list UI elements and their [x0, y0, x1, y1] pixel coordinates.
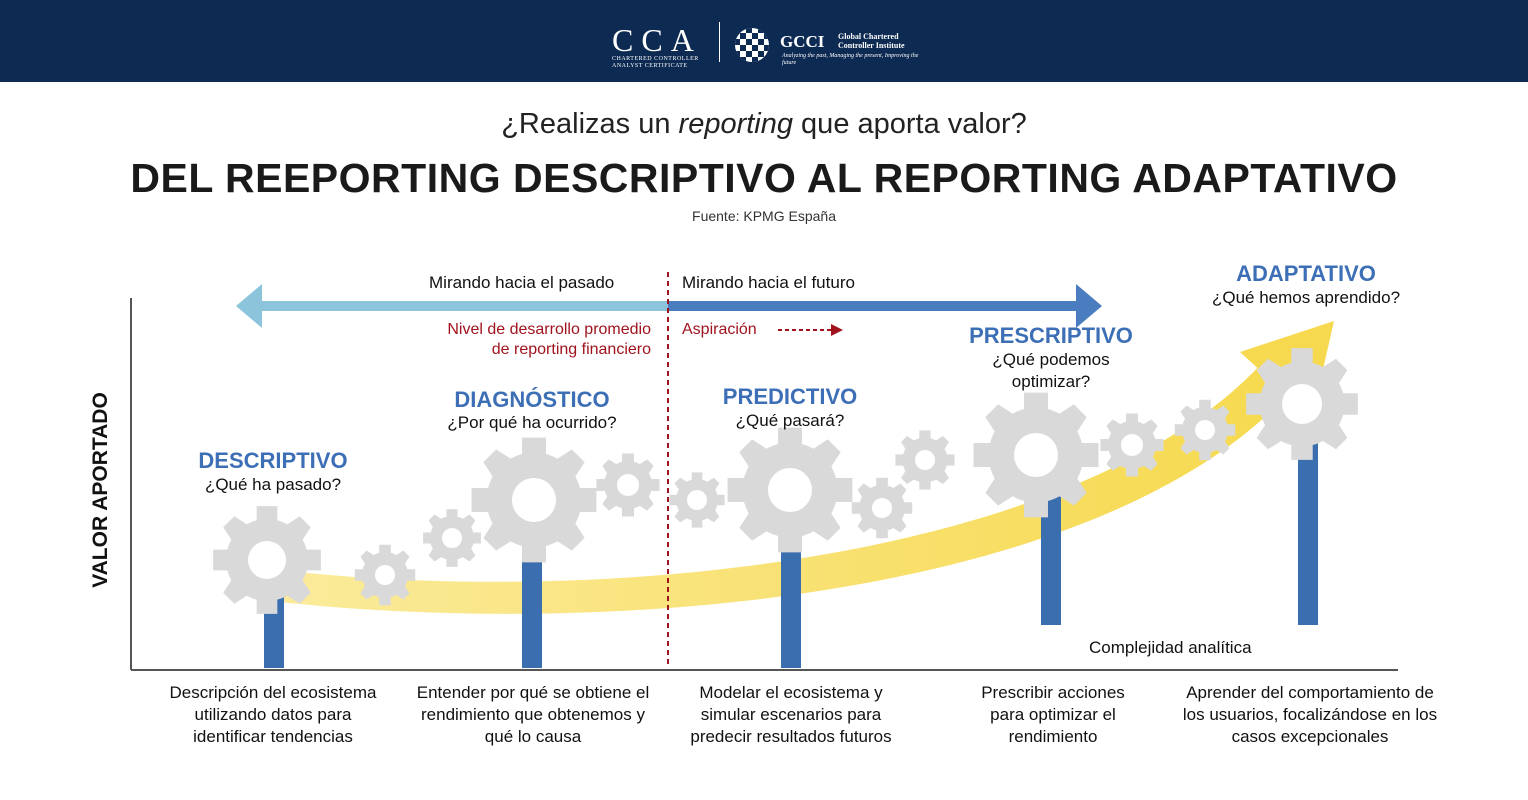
stage-question-diagnostico: ¿Por qué ha ocurrido?: [447, 413, 617, 432]
stage-question-adaptativo: ¿Qué hemos aprendido?: [1211, 288, 1401, 307]
logo-divider: [719, 22, 720, 62]
stage-title-predictivo: PREDICTIVO: [722, 384, 858, 409]
average-level-label-2: de reporting financiero: [491, 341, 651, 358]
y-axis-label: VALOR APORTADO: [89, 392, 112, 588]
gcci-globe-icon: [735, 28, 769, 62]
stage-description-predictivo: Modelar el ecosistema y simular escenari…: [690, 683, 892, 746]
average-level-label: Nivel de desarrollo promedio: [447, 321, 651, 338]
stage-description-descriptivo: Descripción del ecosistema utilizando da…: [169, 683, 377, 746]
future-label: Mirando hacia el futuro: [682, 273, 855, 292]
past-label: Mirando hacia el pasado: [429, 273, 615, 292]
stage-question-prescriptivo-2: optimizar?: [1011, 372, 1091, 391]
stage-title-prescriptivo: PRESCRIPTIVO: [969, 323, 1133, 348]
cca-logo: CCA: [612, 22, 702, 58]
stage-question-predictivo: ¿Qué pasará?: [735, 411, 845, 430]
page-title: DEL REEPORTING DESCRIPTIVO AL REPORTING …: [130, 155, 1398, 201]
stage-title-descriptivo: DESCRIPTIVO: [198, 448, 348, 473]
stage-title-adaptativo: ADAPTATIVO: [1236, 261, 1376, 286]
page-subtitle: ¿Realizas un reporting que aporta valor?: [501, 108, 1027, 140]
gcci-logo: GCCI: [780, 32, 825, 51]
stage-question-descriptivo: ¿Qué ha pasado?: [204, 475, 342, 494]
aspiration-arrow-head: [831, 324, 843, 336]
cca-logo-subtitle: CHARTERED CONTROLLER ANALYST CERTIFICATE: [612, 56, 699, 69]
aspiration-label: Aspiración: [682, 321, 757, 338]
stage-description-adaptativo: Aprender del comportamiento de los usuar…: [1182, 683, 1438, 746]
gcci-logo-tagline: Analyzing the past, Managing the present…: [782, 53, 919, 66]
future-arrow-head: [1076, 284, 1102, 328]
stage-title-diagnostico: DIAGNÓSTICO: [454, 387, 610, 412]
stage-question-prescriptivo: ¿Qué podemos: [992, 350, 1110, 369]
stage-description-prescriptivo: Prescribir acciones para optimizar el re…: [981, 683, 1125, 746]
stage-description-diagnostico: Entender por qué se obtiene el rendimien…: [416, 683, 650, 746]
x-axis-label: Complejidad analítica: [1089, 638, 1252, 657]
gcci-logo-name: Global Chartered Controller Institute: [838, 32, 905, 50]
source-note: Fuente: KPMG España: [692, 208, 836, 224]
past-arrow-head: [236, 284, 262, 328]
